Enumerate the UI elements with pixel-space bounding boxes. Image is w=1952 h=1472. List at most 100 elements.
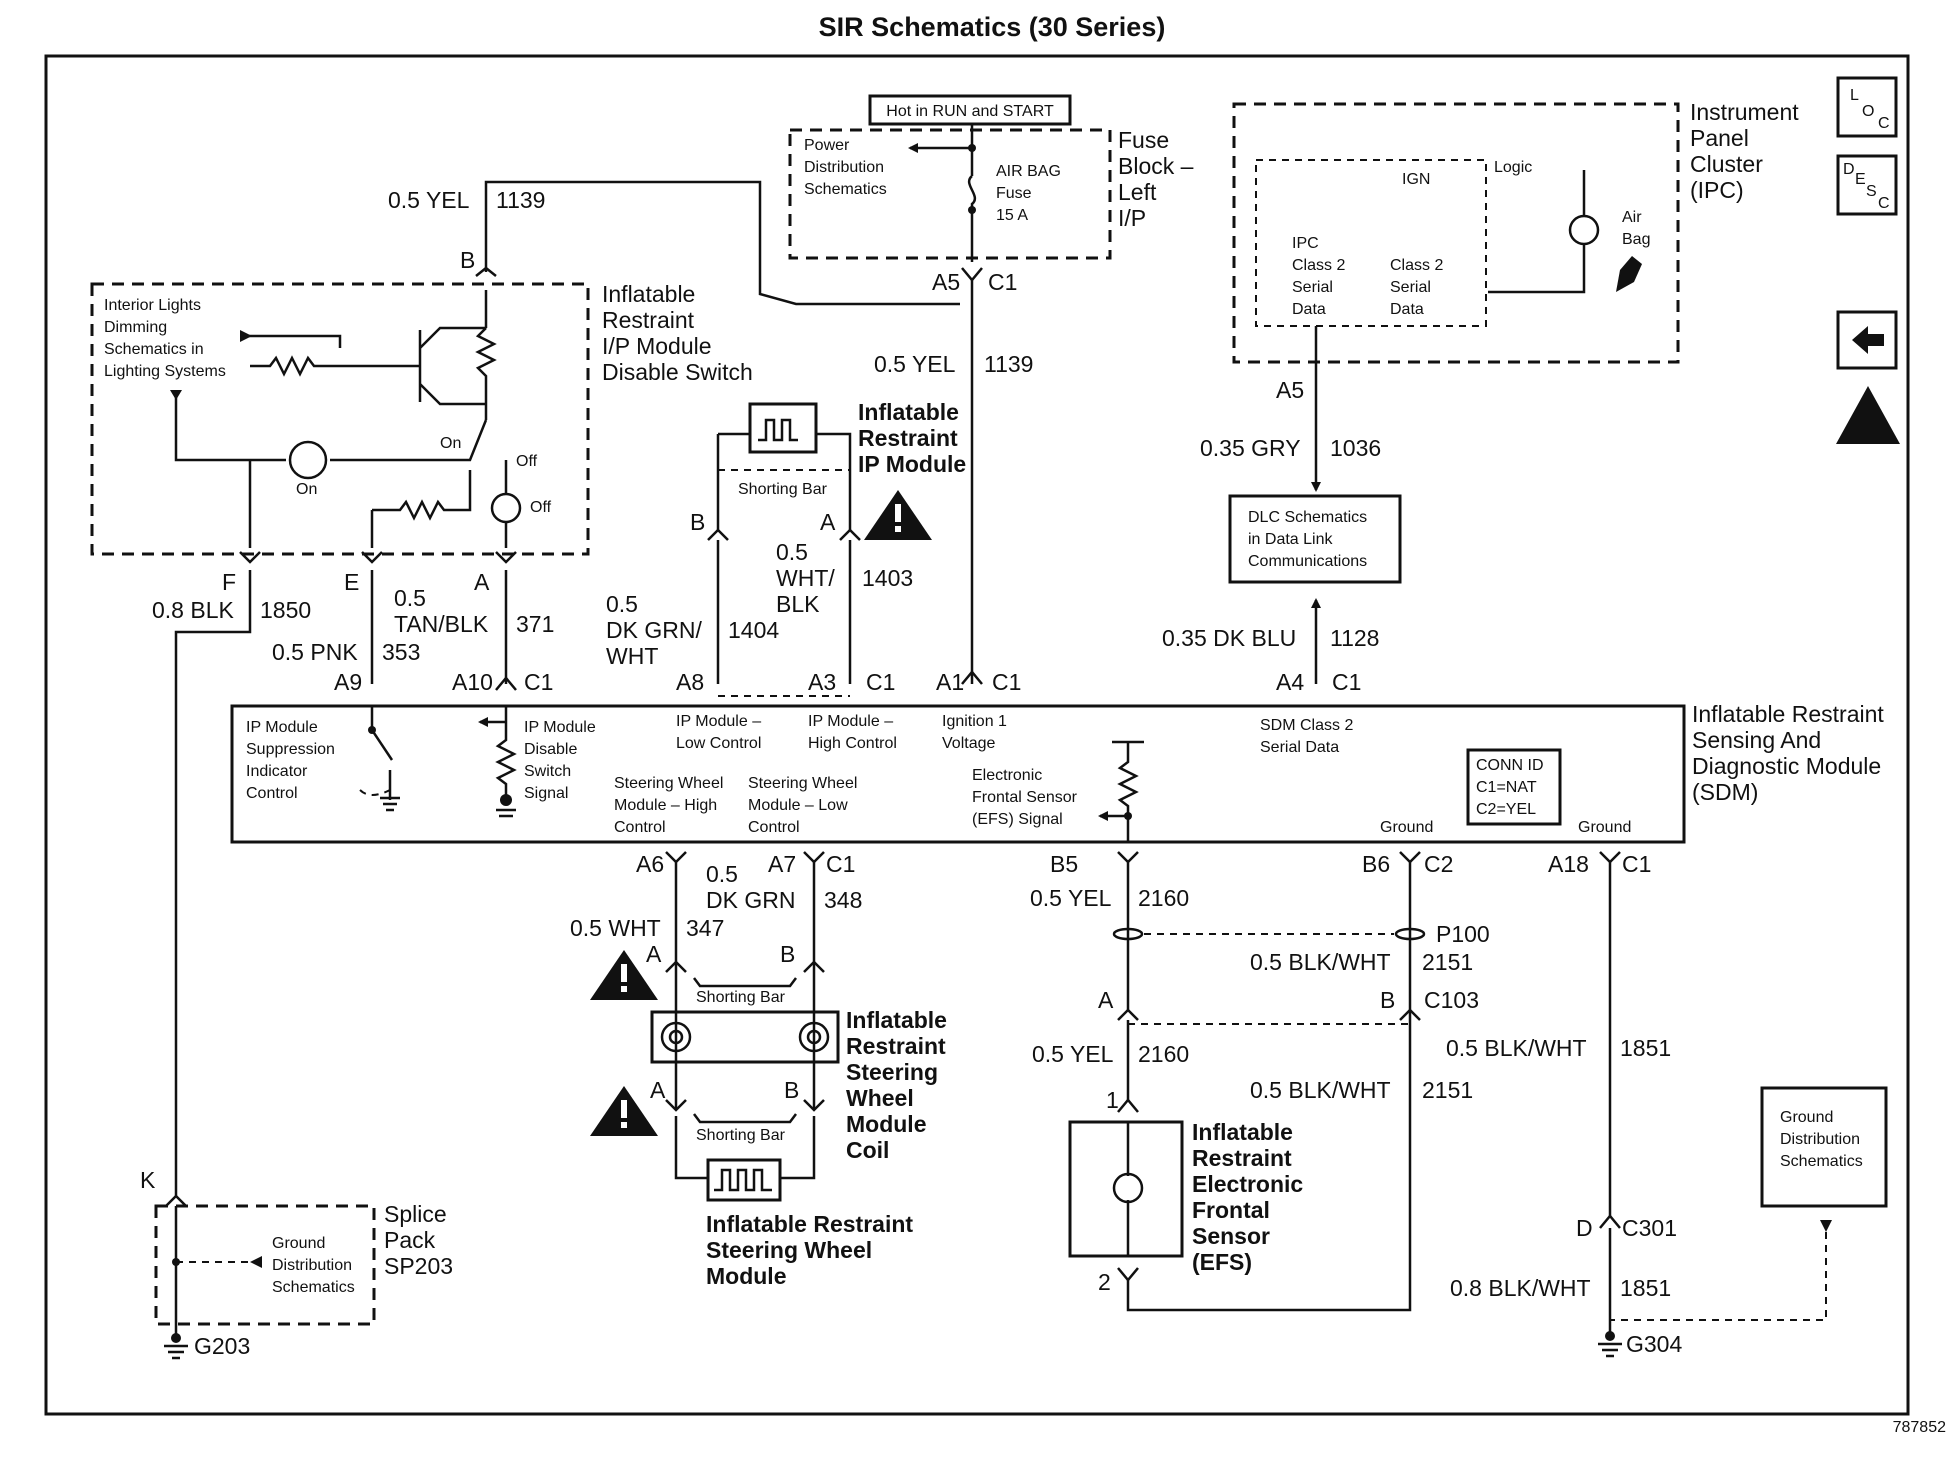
- sw-module-label-1: Inflatable Restraint: [706, 1211, 913, 1237]
- sdm-swhigh-1: Steering Wheel: [614, 775, 723, 792]
- coil-label-5: Module: [846, 1111, 927, 1137]
- efs-label-4: Frontal: [1192, 1197, 1270, 1223]
- sw-module-label-2: Steering Wheel: [706, 1237, 872, 1263]
- efs-label-1: Inflatable: [1192, 1119, 1293, 1145]
- efs-label-3: Electronic: [1192, 1171, 1303, 1197]
- dlc-1: DLC Schematics: [1248, 509, 1367, 526]
- back-arrow-icon[interactable]: [1836, 310, 1898, 370]
- off-lamp-icon: [490, 492, 522, 524]
- ipc-ign: IGN: [1402, 171, 1430, 188]
- ipc-title-2: Panel: [1690, 125, 1749, 151]
- gds-box-right: [1760, 1086, 1888, 1208]
- sdm-low-1: IP Module –: [676, 713, 761, 730]
- ipc-data-3: Serial: [1292, 279, 1333, 296]
- pin-b6: B6: [1362, 851, 1390, 877]
- conn-c1-a10: C1: [524, 669, 553, 695]
- efs-label-6: (EFS): [1192, 1249, 1252, 1275]
- efs-sensor-icon: [1112, 1172, 1144, 1204]
- conn-c1-a4: C1: [1332, 669, 1361, 695]
- wire-yel-label-top: 0.5 YEL: [388, 187, 470, 213]
- page-title: SIR Schematics (30 Series): [819, 12, 1166, 42]
- fuse-line-1: AIR BAG: [996, 163, 1061, 180]
- conn-p100: P100: [1436, 921, 1490, 947]
- wire-blkwht-label-2: 0.5 BLK/WHT: [1250, 1077, 1391, 1103]
- svg-text:D: D: [1843, 161, 1855, 178]
- switch-on-2: On: [296, 481, 317, 498]
- conn-c1-a3: C1: [866, 669, 895, 695]
- ip-module-label-3: IP Module: [858, 451, 966, 477]
- sdm-ign-2: Voltage: [942, 735, 995, 752]
- ipc-class2-2: Serial: [1390, 279, 1431, 296]
- interior-4: Lighting Systems: [104, 363, 226, 380]
- shorting-bar-sw: Shorting Bar: [696, 1127, 786, 1144]
- wire-2160-label-top: 2160: [1138, 885, 1189, 911]
- switch-off-2: Off: [530, 499, 552, 516]
- dlc-2: in Data Link: [1248, 531, 1333, 548]
- gds-right-3: Schematics: [1780, 1153, 1863, 1170]
- outer-frame: [44, 54, 1910, 1416]
- sdm-ground-2: Ground: [1578, 819, 1631, 836]
- wire-1850: [174, 570, 252, 1196]
- ipc-airbag-2: Bag: [1622, 231, 1650, 248]
- sdm-efs-1: Electronic: [972, 767, 1042, 784]
- ip-module-warning-icon: [864, 490, 932, 540]
- ipc-outline: [1232, 102, 1680, 364]
- figure-id: 787852: [1893, 1419, 1946, 1436]
- fuse-line-3: 15 A: [996, 207, 1028, 224]
- switch-off-1: Off: [516, 453, 538, 470]
- disable-switch-label-1: Inflatable: [602, 281, 695, 307]
- sdm-box: [230, 704, 1686, 844]
- pin-2-efs: 2: [1098, 1269, 1111, 1295]
- sdm-high-1: IP Module –: [808, 713, 893, 730]
- wire-1139-label-top: 1139: [496, 187, 545, 213]
- conn-c1-fuse: C1: [988, 269, 1017, 295]
- svg-text:C: C: [1878, 115, 1890, 132]
- wire-1851-label-2: 1851: [1620, 1275, 1671, 1301]
- pin-a18: A18: [1548, 851, 1589, 877]
- loc-button[interactable]: LOC: [1836, 76, 1898, 138]
- shorting-bar-coil: Shorting Bar: [696, 989, 786, 1006]
- sdm-dis-2: Disable: [524, 741, 577, 758]
- wire-348-label: 348: [824, 887, 862, 913]
- wire-1403-label: 1403: [862, 565, 913, 591]
- wire-wht-label: 0.5 WHT: [570, 915, 661, 941]
- wire-yel-label-efs-bottom: 0.5 YEL: [1032, 1041, 1114, 1067]
- pds-line-2: Distribution: [804, 159, 884, 176]
- wire-1139-to-switch: [484, 180, 960, 306]
- efs-label-5: Sensor: [1192, 1223, 1270, 1249]
- wire-yel-label-mid: 0.5 YEL: [874, 351, 956, 377]
- pin-b-c103: B: [1380, 987, 1395, 1013]
- sdm-serial-2: Serial Data: [1260, 739, 1339, 756]
- ipc-title-3: Cluster: [1690, 151, 1763, 177]
- sdm-ground-1: Ground: [1380, 819, 1433, 836]
- switch-on-1: On: [440, 435, 461, 452]
- disable-switch-label-4: Disable Switch: [602, 359, 753, 385]
- ipc-class2-1: Class 2: [1390, 257, 1443, 274]
- wire-whtblk-3: BLK: [776, 591, 820, 617]
- wire-1139-label-mid: 1139: [984, 351, 1033, 377]
- wire-dkgrnwht-1: 0.5: [606, 591, 638, 617]
- conn-c1-a7: C1: [826, 851, 855, 877]
- pin-a-coil-top: A: [646, 941, 662, 967]
- pin-a5-fuse: A5: [932, 269, 960, 295]
- ground-g203: G203: [194, 1333, 250, 1359]
- coil-label-4: Wheel: [846, 1085, 914, 1111]
- wire-dkblu-label: 0.35 DK BLU: [1162, 625, 1296, 651]
- disable-switch-outline: [90, 282, 590, 556]
- wire-blk-label: 0.8 BLK: [152, 597, 234, 623]
- sdm-title-2: Sensing And: [1692, 727, 1821, 753]
- wire-1036-label: 1036: [1330, 435, 1381, 461]
- wire-dkgrnwht-2: DK GRN/: [606, 617, 702, 643]
- interior-2: Dimming: [104, 319, 167, 336]
- conn-id-3: C2=YEL: [1476, 801, 1536, 818]
- splice-label-2: Pack: [384, 1227, 436, 1253]
- sdm-swhigh-2: Module – High: [614, 797, 717, 814]
- pin-f: F: [222, 569, 236, 595]
- sdm-dis-1: IP Module: [524, 719, 596, 736]
- dlc-3: Communications: [1248, 553, 1367, 570]
- wire-2151-label-2: 2151: [1422, 1077, 1473, 1103]
- ip-module-label-1: Inflatable: [858, 399, 959, 425]
- sdm-swhigh-3: Control: [614, 819, 666, 836]
